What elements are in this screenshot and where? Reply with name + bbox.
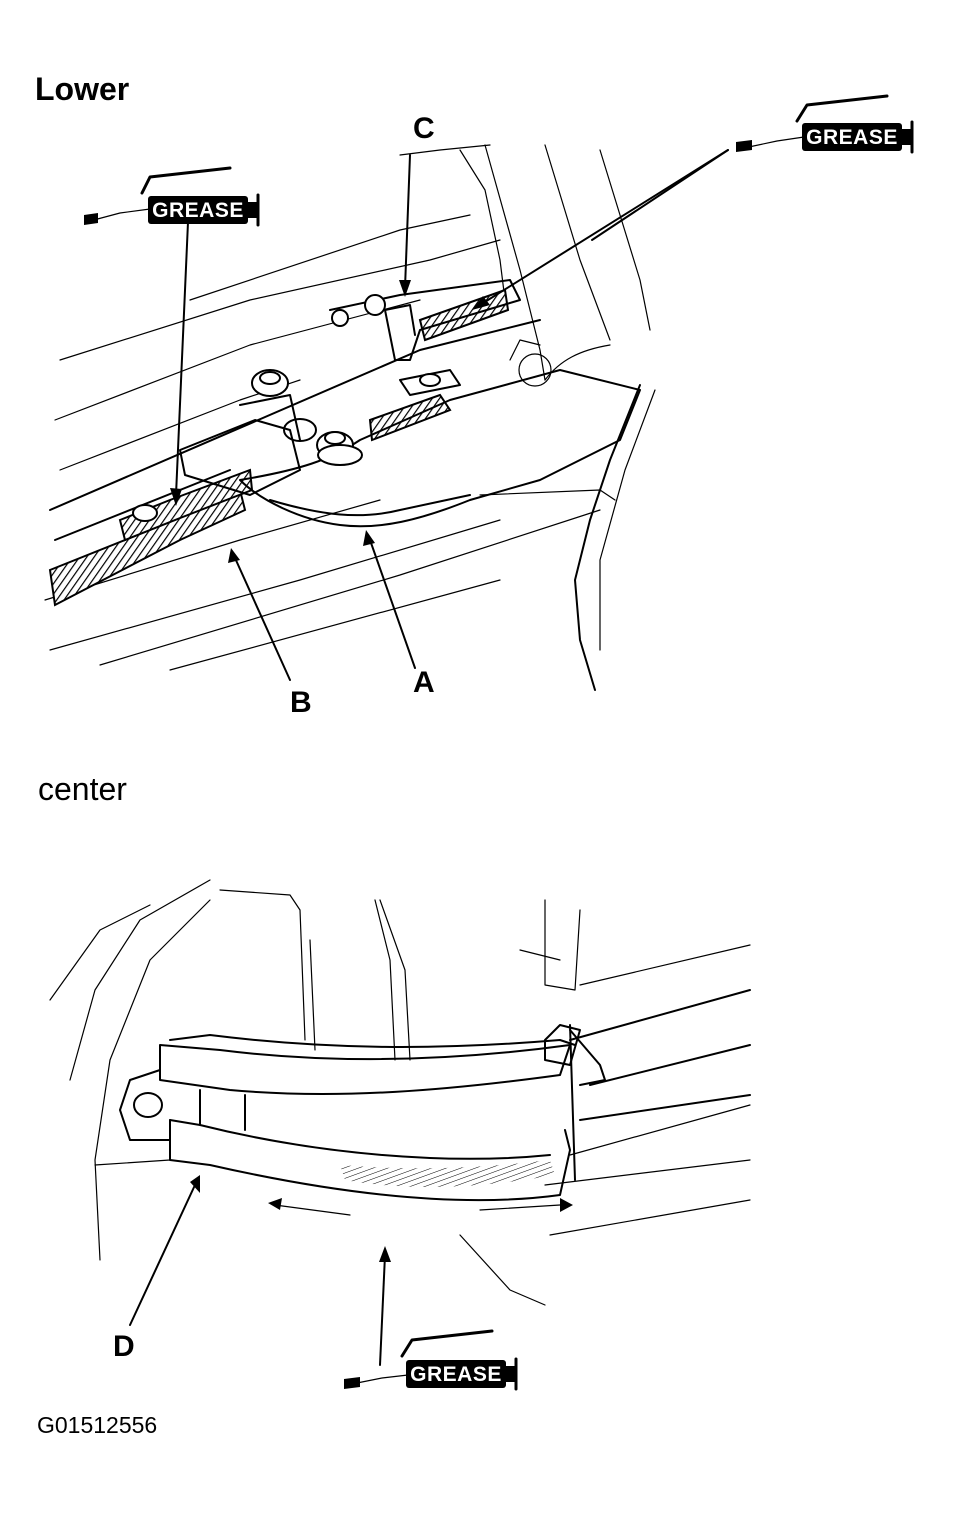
grease-label: GREASE: [806, 126, 898, 149]
callout-c: C: [413, 112, 435, 145]
center-grease-arrows: [129, 1175, 573, 1366]
center-assembly-drawing: [49, 879, 751, 1306]
grease-label: GREASE: [410, 1363, 502, 1386]
callout-b: B: [290, 686, 312, 719]
figure-id: G01512556: [37, 1412, 157, 1438]
grease-label: GREASE: [152, 199, 244, 222]
lower-grease-arrows: [170, 149, 729, 506]
section-title-lower: Lower: [35, 71, 129, 107]
lower-assembly-drawing: [44, 144, 656, 691]
grease-gun-icon: GREASE: [84, 166, 260, 227]
lower-callout-leaders: [228, 154, 416, 681]
grease-gun-icon: GREASE: [736, 94, 914, 154]
callout-a: A: [413, 666, 435, 699]
callout-d: D: [113, 1330, 135, 1363]
section-title-center: center: [38, 771, 127, 807]
grease-gun-icon: GREASE: [344, 1329, 518, 1391]
